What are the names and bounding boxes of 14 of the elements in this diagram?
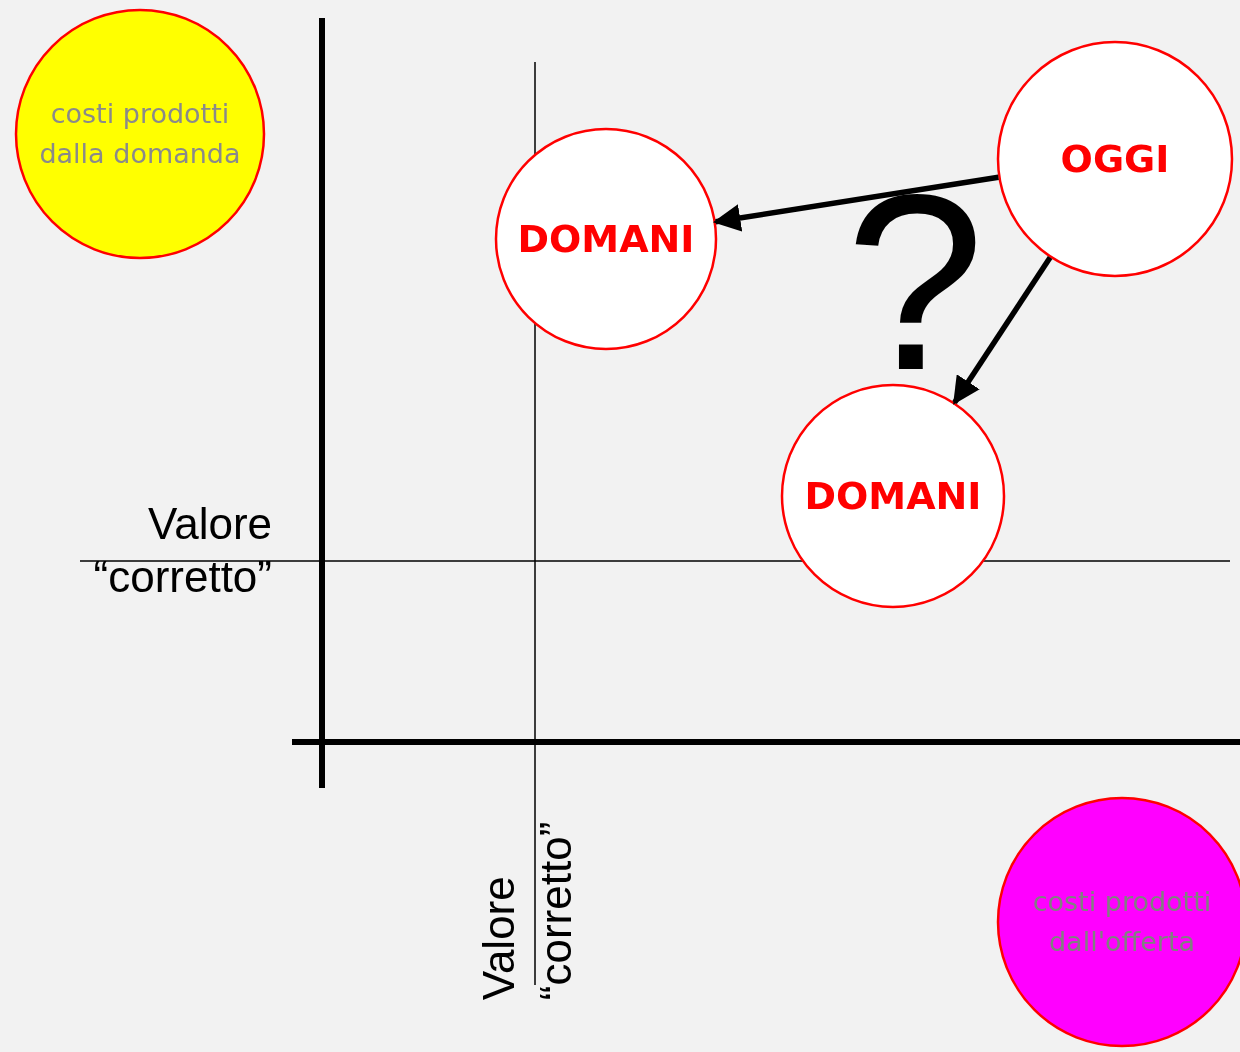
state-circle <box>997 41 1233 277</box>
state-label: DOMANI <box>803 472 983 520</box>
state-label: OGGI <box>1059 135 1171 183</box>
axis-label: Valore “corretto” <box>92 498 272 603</box>
state-label: DOMANI <box>516 215 696 263</box>
circle-label: costi prodotti dalla domanda <box>38 96 242 171</box>
circle-label: costi prodotti dall'offerta <box>1031 884 1213 959</box>
state-circle <box>495 128 717 350</box>
demand-cost-circle <box>15 9 265 259</box>
arrow <box>952 256 1053 405</box>
state-circle <box>781 384 1005 608</box>
question-mark: ? <box>844 158 986 408</box>
axis-label: Valore “corretto” <box>472 820 581 1001</box>
arrow <box>712 174 999 232</box>
